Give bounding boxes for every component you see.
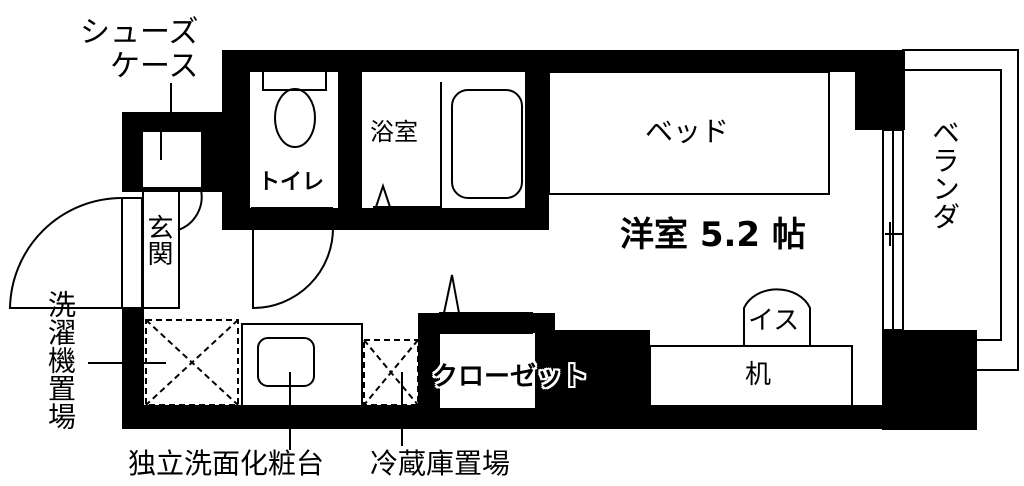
bed: [548, 71, 830, 195]
washer-space-label: 洗濯機置場: [44, 290, 77, 430]
fridge-space-label: 冷蔵庫置場: [370, 447, 511, 480]
bed-label: ベッド: [645, 115, 730, 148]
walls: [122, 50, 977, 430]
toilet-bowl: [274, 88, 316, 148]
vanity-label: 独立洗面化粧台: [128, 447, 325, 480]
desk-label: 机: [745, 360, 772, 390]
toilet-door-swing: [252, 227, 334, 310]
bathtub: [451, 89, 523, 199]
entrance-door-swing: [8, 197, 123, 309]
closet-label: クローゼット: [432, 362, 589, 392]
fixtures: [8, 49, 1019, 450]
desk: [649, 345, 853, 407]
toilet-label: トイレ: [258, 170, 325, 195]
main-room-label: 洋室 5.2 帖: [620, 215, 806, 255]
entrance-label: 玄関: [143, 214, 173, 266]
chair-label: イス: [748, 306, 800, 336]
chair: [743, 288, 811, 345]
bath-label: 浴室: [370, 118, 418, 146]
floor-fills: [143, 72, 855, 408]
shoe-case-label-line1: シューズ: [80, 15, 199, 50]
shoe-case-label-line2: ケース: [110, 49, 199, 84]
balcony-label: ベランダ: [928, 118, 961, 230]
fridge-space: [363, 339, 419, 406]
vanity: [241, 323, 363, 407]
